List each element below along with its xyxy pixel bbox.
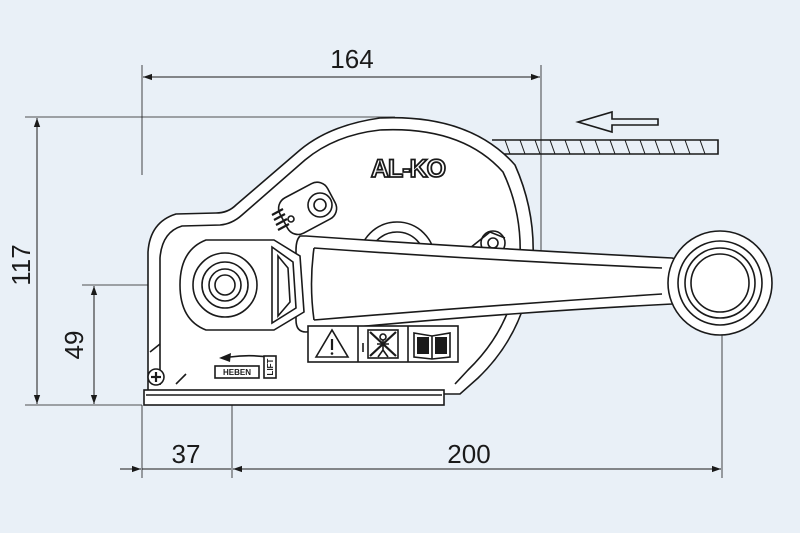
label-lift: LIFT: [266, 358, 275, 375]
dimension-height-total: 117: [6, 116, 395, 406]
label-heben: HEBEN: [223, 368, 251, 377]
crank-hub: [179, 239, 305, 331]
brand-logo: AL-KO: [371, 155, 446, 183]
dimension-label-200: 200: [447, 439, 490, 469]
brake-hatch: [271, 208, 290, 231]
dimension-label-164: 164: [330, 44, 373, 74]
pull-direction-arrow: [575, 110, 659, 134]
crank-arm: [295, 235, 703, 333]
dimension-label-37: 37: [172, 439, 201, 469]
warning-triangle-icon: [314, 328, 350, 358]
no-person-icon: [362, 329, 399, 359]
dimension-label-49: 49: [59, 331, 89, 360]
dimension-bottom: 37 200: [120, 295, 723, 478]
winch-strap: [492, 139, 719, 155]
dimension-label-117: 117: [6, 244, 36, 285]
manual-book-icon: [413, 332, 451, 360]
mounting-screw-icon: [147, 368, 165, 386]
housing-detail-lines: [149, 343, 187, 385]
dimension-width-top: 164: [141, 44, 542, 255]
crank-knob: [667, 230, 773, 336]
